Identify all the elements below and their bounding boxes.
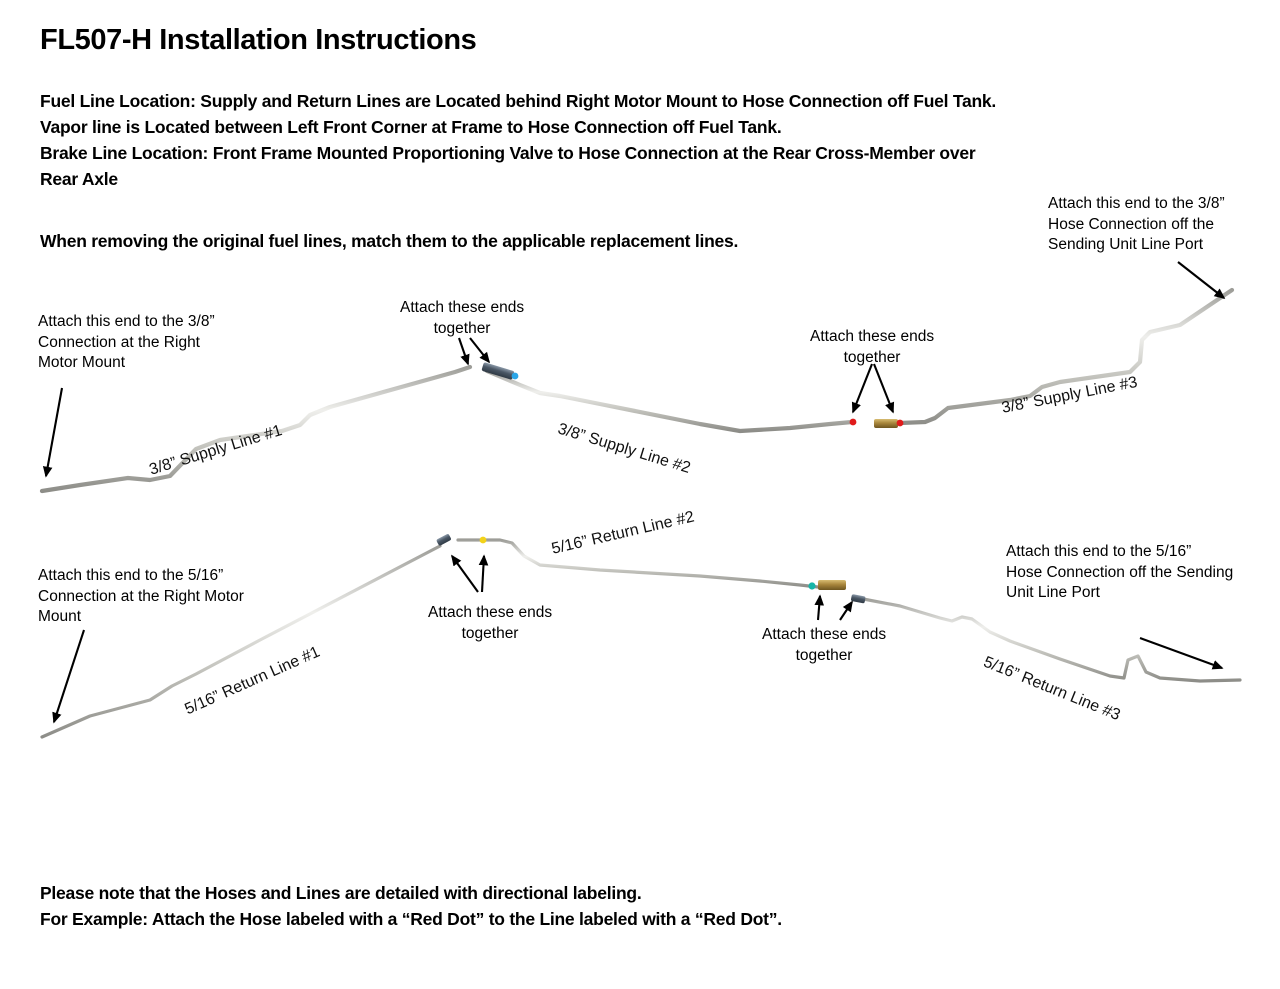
callout-return-right-line-1: Attach this end to the 5/16”	[1006, 543, 1192, 560]
callout-return-left-line-3: Mount	[38, 608, 82, 625]
callout-supply-mid-2-line-2: together	[843, 348, 901, 366]
return-line-3-fitting	[851, 594, 866, 604]
arrow-return-mid2-a	[814, 594, 825, 621]
arrow-return-mid2-b	[839, 600, 853, 621]
callout-supply-left-line-2: Connection at the Right	[38, 333, 200, 351]
return-line-2-left-dot	[479, 536, 487, 544]
supply-line-2-right-dot	[849, 418, 857, 426]
callout-supply-left-line-3: Motor Mount	[38, 354, 126, 371]
intro-paragraph: Fuel Line Location: Supply and Return Li…	[40, 88, 996, 192]
callout-return-mid-2: Attach these ends together	[762, 625, 886, 666]
intro-line-4: Rear Axle	[40, 169, 118, 189]
return-line-3-tube	[851, 594, 1242, 683]
callout-supply-mid-2-line-1: Attach these ends	[810, 328, 935, 345]
callout-return-left-line-2: Connection at the Right Motor	[38, 587, 244, 605]
arrow-supply-left	[42, 387, 64, 478]
return-line-2-fitting	[818, 580, 846, 590]
arrow-supply-mid2-b	[873, 363, 895, 414]
supply-line-2-tube	[481, 362, 855, 434]
page-title: FL507-H Installation Instructions	[40, 24, 477, 56]
arrow-supply-mid1-b	[469, 337, 491, 364]
callout-return-mid-2-line-2: together	[795, 646, 853, 664]
match-instruction: When removing the original fuel lines, m…	[40, 228, 738, 254]
return-line-1-tube	[40, 534, 451, 739]
intro-line-3: Brake Line Location: Front Frame Mounted…	[40, 143, 976, 163]
callout-supply-left-line-1: Attach this end to the 3/8”	[38, 313, 215, 330]
callout-supply-left: Attach this end to the 3/8” Connection a…	[38, 312, 215, 374]
footer-note: Please note that the Hoses and Lines are…	[40, 880, 782, 932]
arrow-return-mid1-b	[478, 554, 489, 593]
callout-return-left: Attach this end to the 5/16” Connection …	[38, 566, 244, 628]
arrow-return-right	[1139, 637, 1224, 670]
supply-line-3-tube	[874, 287, 1235, 428]
arrow-return-left	[52, 629, 85, 724]
callout-supply-right-line-3: Sending Unit Line Port	[1048, 236, 1204, 253]
callout-supply-mid-1-line-1: Attach these ends	[400, 299, 525, 316]
supply-line-1-tube	[39, 364, 473, 494]
callout-return-mid-1-line-1: Attach these ends	[428, 604, 553, 621]
supply-line-3-fitting	[874, 419, 898, 428]
intro-line-1: Fuel Line Location: Supply and Return Li…	[40, 91, 997, 111]
intro-line-2: Vapor line is Located between Left Front…	[40, 117, 782, 137]
callout-return-left-line-1: Attach this end to the 5/16”	[38, 567, 224, 584]
callout-return-mid-1: Attach these ends together	[428, 603, 552, 644]
callout-supply-mid-1: Attach these ends together	[400, 298, 524, 339]
callout-return-mid-2-line-1: Attach these ends	[762, 626, 887, 643]
footer-line-1: Please note that the Hoses and Lines are…	[40, 883, 642, 903]
callout-return-right-line-2: Hose Connection off the Sending	[1006, 563, 1234, 581]
callout-supply-right-line-2: Hose Connection off the	[1048, 215, 1215, 233]
supply-line-group	[39, 261, 1235, 494]
return-line-group	[40, 534, 1242, 739]
return-line-2-tube	[456, 536, 846, 590]
callout-supply-mid-1-line-2: together	[433, 319, 491, 337]
callout-return-mid-1-line-2: together	[461, 624, 519, 642]
arrow-supply-mid1-a	[458, 337, 470, 366]
callout-supply-mid-2: Attach these ends together	[810, 327, 934, 368]
supply-line-2-left-dot	[511, 372, 519, 380]
supply-line-3-left-dot	[896, 419, 904, 427]
arrow-supply-right	[1177, 261, 1226, 300]
arrow-supply-mid2-a	[851, 363, 873, 414]
match-instruction-text: When removing the original fuel lines, m…	[40, 231, 739, 251]
return-line-2-right-dot	[808, 582, 816, 590]
callout-return-right-line-3: Unit Line Port	[1006, 584, 1100, 601]
supply-line-2-fitting	[481, 362, 515, 380]
footer-line-2: For Example: Attach the Hose labeled wit…	[40, 909, 782, 929]
callout-supply-right-line-1: Attach this end to the 3/8”	[1048, 195, 1225, 212]
callout-supply-right: Attach this end to the 3/8” Hose Connect…	[1048, 194, 1225, 256]
callout-return-right: Attach this end to the 5/16” Hose Connec…	[1006, 542, 1233, 604]
arrow-return-mid1-a	[451, 554, 479, 593]
return-line-1-fitting	[436, 534, 451, 546]
